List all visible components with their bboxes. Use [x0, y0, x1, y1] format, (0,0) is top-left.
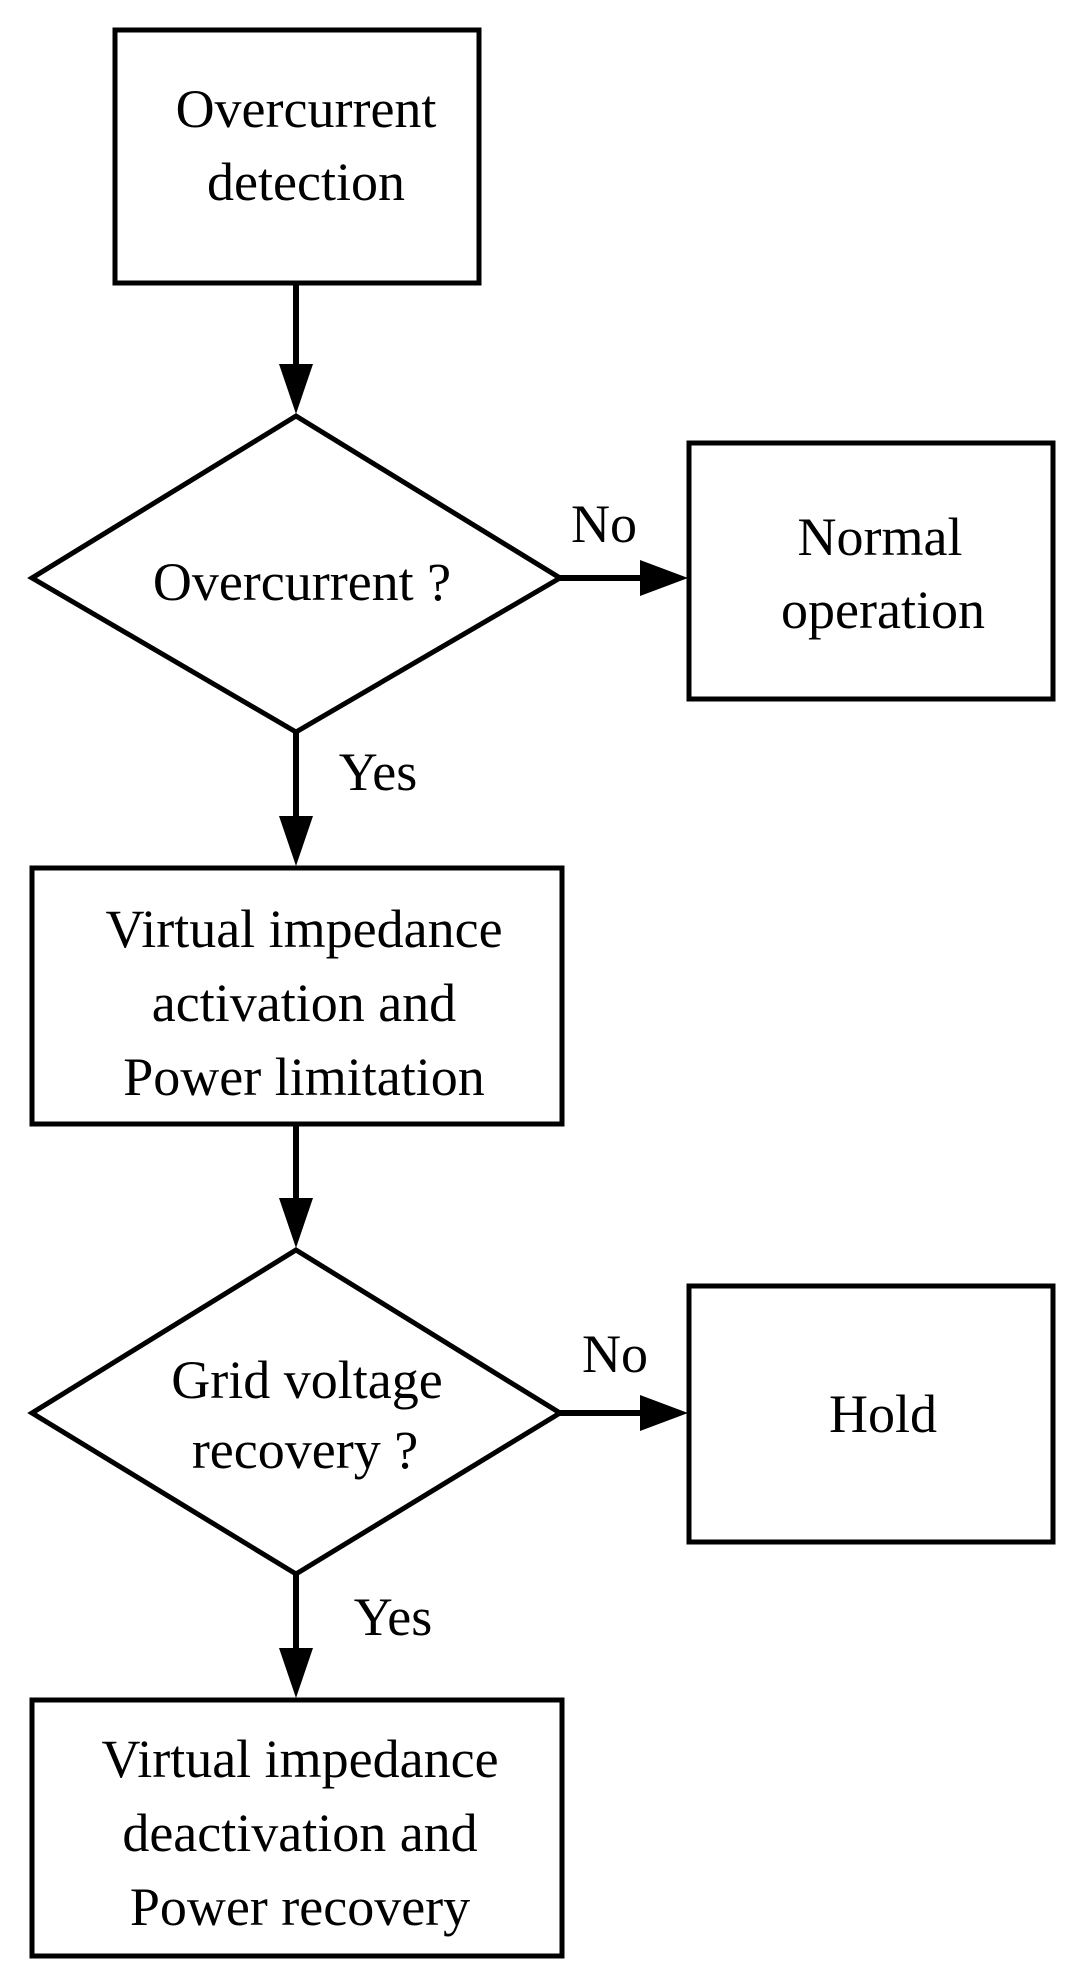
node-vi-activation: Virtual impedance activation and Power l… [29, 865, 565, 1127]
hold-label: Hold [829, 1384, 937, 1444]
edge-overcurrent-no: No [560, 494, 688, 596]
edge-label-yes: Yes [354, 1587, 433, 1647]
normal-operation-box [686, 440, 1056, 702]
overcurrent-detection-line-2: detection [207, 152, 405, 212]
node-overcurrent-detection: Overcurrent detection [112, 27, 482, 286]
edge-label-no: No [582, 1324, 648, 1384]
hold-box [686, 1283, 1056, 1545]
edge-grid-voltage-no: No [560, 1324, 688, 1431]
node-hold: Hold [686, 1283, 1056, 1545]
arrowhead-icon [640, 1395, 688, 1431]
arrowhead-icon [279, 364, 313, 414]
arrowhead-icon [640, 560, 688, 596]
node-overcurrent-decision: Overcurrent ? [27, 413, 565, 735]
overcurrent-decision-label: Overcurrent ? [153, 552, 451, 612]
node-vi-deactivation: Virtual impedance deactivation and Power… [29, 1697, 565, 1959]
grid-voltage-decision-line-1: Grid voltage [171, 1350, 442, 1410]
edge-label-no: No [571, 494, 637, 554]
edge-label-yes: Yes [339, 742, 418, 802]
node-normal-operation: Normal operation [686, 440, 1056, 702]
normal-operation-line-2: operation [781, 580, 985, 640]
vi-deactivation-box [29, 1697, 565, 1959]
vi-activation-line-2: activation and [152, 973, 456, 1033]
overcurrent-detection-box [112, 27, 482, 286]
vi-deactivation-line-3: Power recovery [130, 1877, 470, 1937]
arrowhead-icon [279, 816, 313, 866]
normal-operation-line-1: Normal [798, 507, 963, 567]
vi-activation-line-1: Virtual impedance [105, 899, 502, 959]
edge-activation-to-grid-decision [279, 1124, 313, 1248]
arrowhead-icon [279, 1198, 313, 1248]
edge-overcurrent-yes: Yes [279, 732, 417, 866]
vi-deactivation-line-2: deactivation and [122, 1803, 477, 1863]
vi-deactivation-line-1: Virtual impedance [101, 1729, 498, 1789]
arrowhead-icon [279, 1648, 313, 1698]
overcurrent-detection-line-1: Overcurrent [176, 79, 437, 139]
node-grid-voltage-decision: Grid voltage recovery ? [27, 1247, 565, 1577]
grid-voltage-decision-line-2: recovery ? [192, 1420, 418, 1480]
edge-grid-voltage-yes: Yes [279, 1574, 432, 1698]
grid-voltage-decision-diamond [27, 1247, 565, 1577]
edge-detection-to-overcurrent-decision [279, 283, 313, 414]
vi-activation-line-3: Power limitation [123, 1047, 484, 1107]
